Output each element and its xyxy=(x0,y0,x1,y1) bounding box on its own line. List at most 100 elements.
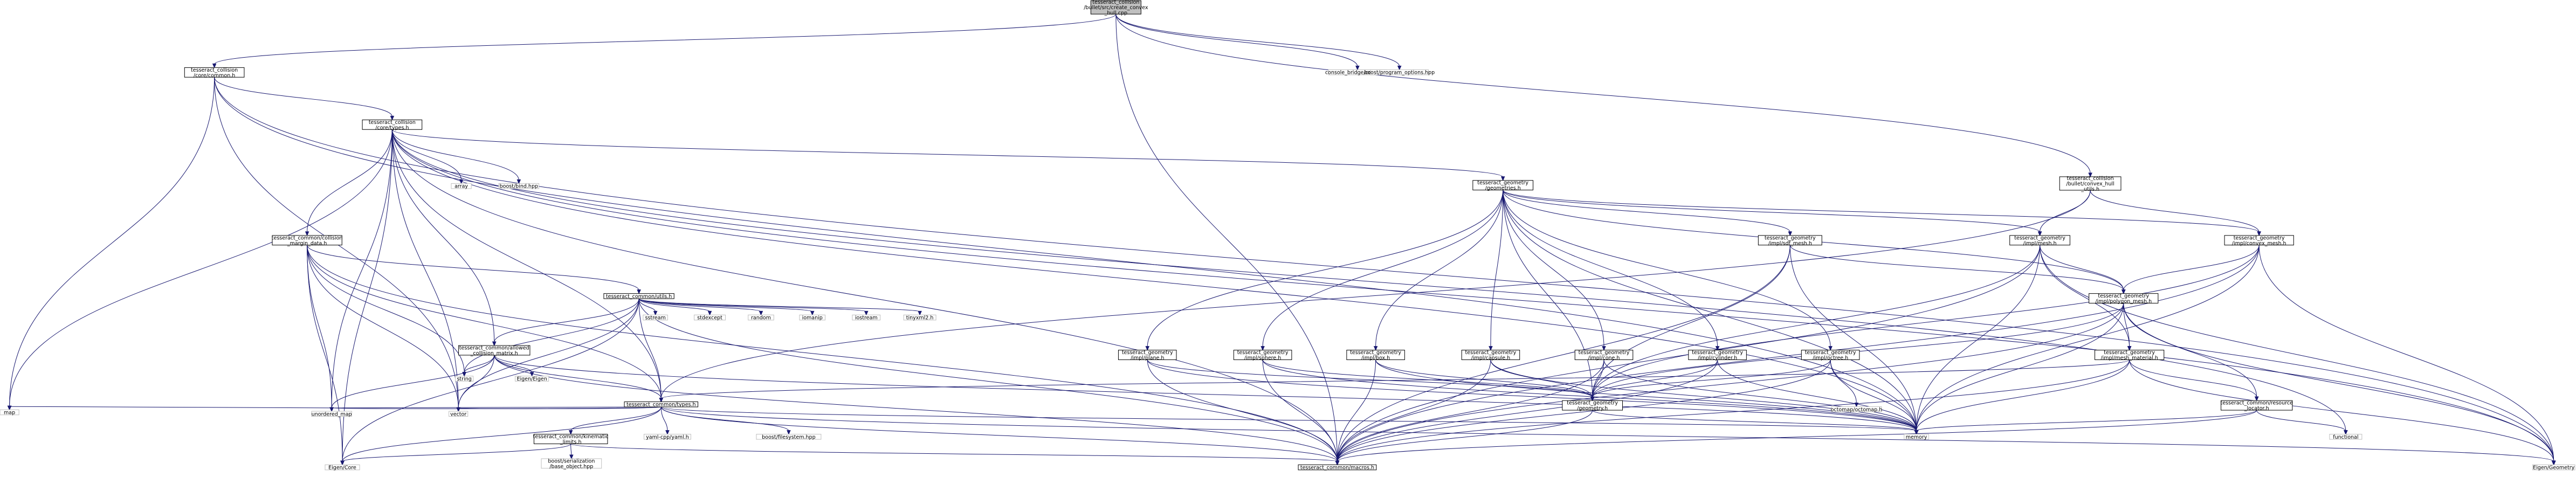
node-utils-h[interactable]: tesseract_common/utils.h xyxy=(603,293,674,300)
node-acm[interactable]: tesseract_common/allowed_collision_matri… xyxy=(458,345,531,356)
node-kinematic-limits[interactable]: tesseract_common/kinematic_limits.h xyxy=(533,434,609,445)
edge-arrow-acm-to-eigen_eigen xyxy=(529,372,534,377)
edge-utils_h-to-iomanip xyxy=(638,298,813,312)
node-common-h[interactable]: tesseract_collision/core/common.h xyxy=(184,67,245,79)
edge-convex_hull_utils-to-mesh_h xyxy=(2040,190,2091,232)
node-label-sphere-0: tesseract_geometry xyxy=(1237,350,1289,356)
edge-arrow-types_h-to-margin_data xyxy=(305,231,309,237)
node-box-map xyxy=(0,409,19,416)
node-margin-data[interactable]: tesseract_common/collision_margin_data.h xyxy=(272,235,343,246)
edge-geometries-to-plane xyxy=(1147,190,1504,347)
node-box[interactable]: tesseract_geometry/impl/box.h xyxy=(1346,350,1405,361)
node-label-macros-0: tesseract_common/macros.h xyxy=(1300,465,1374,471)
node-box-resource-locator xyxy=(2221,400,2293,411)
edge-acm-to-memory xyxy=(494,355,1917,431)
edge-convex_mesh-to-polygon_mesh xyxy=(2123,245,2260,291)
node-label-random-0: random xyxy=(751,315,771,321)
edge-arrow-geometries-to-box xyxy=(1373,346,1378,351)
node-label-cone-0: tesseract_geometry xyxy=(1579,350,1630,356)
edge-polygon_mesh-to-resource_locator xyxy=(2123,303,2257,398)
edge-geometries-to-memory xyxy=(1503,190,1917,431)
edge-arrow-geometries-to-octree xyxy=(1828,346,1833,351)
edge-types_h-to-vector xyxy=(391,129,459,409)
edge-common_h-to-map xyxy=(9,77,215,407)
node-label-cylinder-0: tesseract_geometry xyxy=(1692,350,1743,356)
node-label-eigen-geometry-0: Eigen/Geometry xyxy=(2533,465,2574,471)
node-label-sdf-mesh-0: tesseract_geometry xyxy=(1765,235,1816,241)
node-geometries[interactable]: tesseract_geometry/geometries.h xyxy=(1472,180,1534,191)
node-mesh-h[interactable]: tesseract_geometry/impl/mesh.h xyxy=(2009,235,2070,246)
edge-root-to-common_h xyxy=(214,13,1117,65)
edge-arrow-kinematic_limits-to-macros xyxy=(1335,460,1340,466)
edge-sdf_mesh-to-memory xyxy=(1789,245,1917,431)
edge-arrow-kinematic_limits-to-boost_serialization xyxy=(569,454,574,460)
node-plane[interactable]: tesseract_geometry/impl/plane.h xyxy=(1118,350,1177,361)
node-label-acm-0: tesseract_common/allowed xyxy=(459,345,529,351)
node-box-functional xyxy=(2329,434,2363,440)
edge-plane-to-geometry_h xyxy=(1147,360,1593,398)
edge-arrow-utils_h-to-stdexcept xyxy=(707,310,712,316)
edge-arrow-geometry_h-to-memory xyxy=(1914,430,1919,435)
node-box-unordered-map xyxy=(311,411,352,417)
node-box-mesh-h xyxy=(2009,235,2070,246)
node-mesh-material[interactable]: tesseract_geometry/impl/mesh_material.h xyxy=(2095,350,2165,361)
node-box-box xyxy=(1346,350,1405,360)
edge-common_types-to-macros xyxy=(660,406,1338,462)
node-label-convex-hull-utils-2: _utils.h xyxy=(2081,186,2099,192)
edge-convex_hull_utils-to-common_types xyxy=(660,190,2091,399)
node-label-mesh-material-1: /impl/mesh_material.h xyxy=(2100,355,2158,361)
edge-mesh_material-to-common_types xyxy=(660,360,2130,399)
edge-cylinder-to-memory xyxy=(1717,360,1917,431)
node-label-box-0: tesseract_geometry xyxy=(1350,350,1401,356)
node-box-yaml xyxy=(644,434,691,440)
node-label-common-h-1: /core/common.h xyxy=(194,73,235,79)
node-box-eigen-eigen xyxy=(515,376,549,382)
node-label-margin-data-0: tesseract_common/collision xyxy=(272,235,343,241)
edge-geometries-to-sphere xyxy=(1262,190,1504,347)
node-capsule[interactable]: tesseract_geometry/impl/capsule.h xyxy=(1461,350,1520,361)
edge-mesh_h-to-memory xyxy=(1916,245,2041,431)
node-label-acm-1: _collision_matrix.h xyxy=(470,350,518,356)
node-macros[interactable]: tesseract_common/macros.h xyxy=(1298,464,1377,471)
node-box-random xyxy=(748,314,774,321)
node-common-types[interactable]: tesseract_common/types.h xyxy=(624,401,699,408)
node-geometry-h[interactable]: tesseract_geometry/geometry.h xyxy=(1562,400,1623,412)
edge-utils_h-to-eigen_core xyxy=(342,299,639,462)
node-label-octree-1: /impl/octree.h xyxy=(1813,355,1848,361)
edge-arrow-convex_mesh-to-polygon_mesh xyxy=(2121,289,2126,294)
edge-arrow-resource_locator-to-functional xyxy=(2344,430,2348,435)
node-resource-locator[interactable]: tesseract_common/resource_locator.h xyxy=(2220,400,2293,412)
node-label-sdf-mesh-1: /impl/sdf_mesh.h xyxy=(1768,240,1812,246)
edge-geometries-to-box xyxy=(1375,190,1504,347)
edge-arrow-root-to-program_options xyxy=(1397,65,1402,71)
edge-types_h-to-common_types xyxy=(391,129,662,399)
node-sphere[interactable]: tesseract_geometry/impl/sphere.h xyxy=(1233,350,1292,361)
edge-arrow-geometries-to-mesh_h xyxy=(2037,231,2042,237)
edge-convex_mesh-to-eigen_geometry xyxy=(2258,245,2554,462)
node-cone[interactable]: tesseract_geometry/impl/cone.h xyxy=(1574,350,1634,361)
edge-arrow-geometries-to-sphere xyxy=(1261,346,1265,351)
node-sdf-mesh[interactable]: tesseract_geometry/impl/sdf_mesh.h xyxy=(1758,235,1822,246)
edge-common_types-to-yaml xyxy=(660,406,668,431)
node-box-mesh-material xyxy=(2095,350,2165,360)
edge-mesh_h-to-polygon_mesh xyxy=(2040,245,2124,291)
node-octree[interactable]: tesseract_geometry/impl/octree.h xyxy=(1801,350,1860,361)
node-polygon-mesh[interactable]: tesseract_geometry/impl/polygon_mesh.h xyxy=(2089,293,2159,305)
node-types-h[interactable]: tesseract_collision/core/types.h xyxy=(362,119,423,131)
node-box-types-h xyxy=(362,119,423,130)
node-convex-hull-utils[interactable]: tesseract_collision/bullet/convex_hull_u… xyxy=(2059,176,2122,192)
edge-arrow-utils_h-to-tinyxml2 xyxy=(918,310,922,316)
edge-octree-to-geometry_h xyxy=(1592,360,1831,398)
node-cylinder[interactable]: tesseract_geometry/impl/cylinder.h xyxy=(1688,350,1747,361)
node-string: string xyxy=(455,376,474,382)
node-root[interactable]: tesseract_collision/bullet/src/create_co… xyxy=(1084,0,1148,16)
edge-plane-to-macros xyxy=(1147,360,1338,462)
node-label-margin-data-1: _margin_data.h xyxy=(287,240,327,246)
node-convex-mesh[interactable]: tesseract_geometry/impl/convex_mesh.h xyxy=(2224,235,2294,246)
node-box-boost-serialization xyxy=(541,458,602,469)
node-box-program-options xyxy=(1370,69,1429,75)
edge-cone-to-geometry_h xyxy=(1592,360,1604,398)
edge-arrow-geometries-to-cylinder xyxy=(1715,346,1720,351)
node-label-geometry-h-0: tesseract_geometry xyxy=(1567,400,1618,406)
edge-geometries-to-sdf_mesh xyxy=(1503,190,1790,232)
